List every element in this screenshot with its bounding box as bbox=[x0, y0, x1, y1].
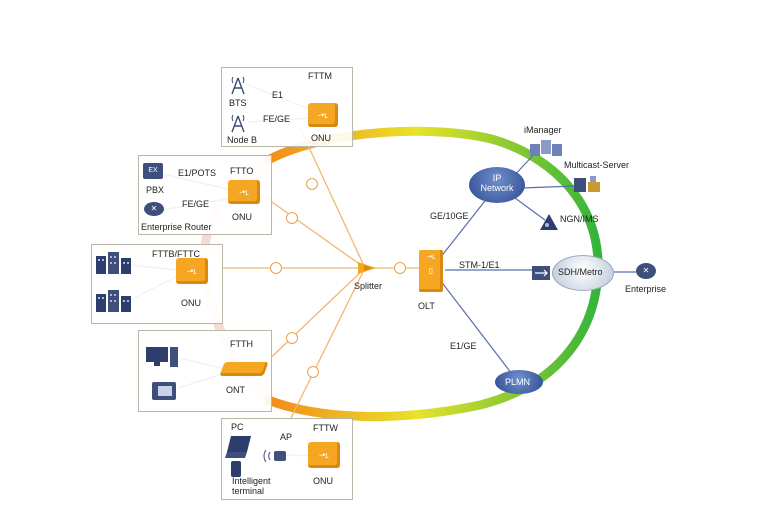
ngn-ims-label: NGN/IMS bbox=[560, 214, 599, 224]
olt-label: OLT bbox=[418, 301, 435, 311]
pbx-icon: EX bbox=[143, 163, 163, 179]
sdh-metro-label: SDH/Metro bbox=[558, 267, 603, 277]
building-top-icon bbox=[96, 252, 131, 274]
ont-icon bbox=[219, 362, 269, 376]
link-stm-label: STM-1/E1 bbox=[459, 260, 500, 270]
ftto-onu-label: ONU bbox=[232, 212, 252, 222]
pc-label: PC bbox=[231, 422, 244, 432]
fttm-title: FTTM bbox=[308, 71, 332, 81]
splitter-label: Splitter bbox=[354, 281, 383, 291]
pbx-label: PBX bbox=[146, 185, 165, 195]
ap-label: AP bbox=[280, 432, 293, 442]
bts-tower-icon bbox=[231, 76, 245, 95]
uplinks bbox=[439, 147, 636, 379]
nodeb-tower-icon bbox=[231, 114, 245, 133]
ftth-ont-label: ONT bbox=[226, 385, 245, 395]
fiber-links bbox=[222, 127, 422, 421]
imanager-label: iManager bbox=[524, 125, 562, 135]
ftto-onu-icon: -•ʟ bbox=[228, 180, 260, 204]
fiber-connectors bbox=[270, 178, 406, 378]
fttb-title: FTTB/FTTC bbox=[152, 249, 200, 259]
desktop-pc-icon bbox=[146, 347, 178, 367]
ngn-ims-icon bbox=[540, 214, 558, 230]
router-label: Enterprise Router bbox=[141, 222, 212, 232]
plmn-label: PLMN bbox=[505, 377, 531, 387]
fttb-onu-icon: -•ʟ bbox=[176, 258, 208, 284]
ftth-title: FTTH bbox=[230, 339, 253, 349]
plmn-cloud bbox=[495, 370, 543, 394]
fttm-onu-icon: -•ʟ bbox=[308, 103, 338, 127]
ftto-e1pots-label: E1/POTS bbox=[178, 168, 217, 178]
splitter-icon bbox=[358, 262, 376, 274]
ftto-fege-label: FE/GE bbox=[182, 199, 210, 209]
ftto-title: FTTO bbox=[230, 166, 254, 176]
router-icon: ✕ bbox=[144, 202, 164, 216]
laptop-icon bbox=[225, 436, 251, 458]
imanager-servers-icon bbox=[530, 140, 562, 156]
sdh-switch-icon bbox=[532, 266, 550, 280]
sdh-metro-cloud bbox=[552, 255, 614, 291]
fttw-onu-label: ONU bbox=[313, 476, 333, 486]
enterprise-label: Enterprise bbox=[625, 284, 667, 294]
link-e1ge-label: E1/GE bbox=[450, 341, 477, 351]
fttw-title: FTTW bbox=[313, 423, 338, 433]
building-bottom-icon bbox=[96, 290, 131, 312]
fttw-onu-icon: -•ʟ bbox=[308, 442, 340, 468]
phone-icon bbox=[152, 382, 176, 400]
ip-network-label: IP Network bbox=[480, 173, 514, 193]
olt-icon: -•ʟ▯ bbox=[419, 250, 443, 292]
fttm-onu-label: ONU bbox=[311, 133, 331, 143]
bts-label: BTS bbox=[229, 98, 247, 108]
fttb-onu-label: ONU bbox=[181, 298, 201, 308]
ip-network-cloud bbox=[469, 167, 525, 203]
multicast-server-icon bbox=[574, 176, 600, 192]
wireless-ap-icon bbox=[263, 449, 286, 463]
fttm-e1-label: E1 bbox=[272, 90, 284, 100]
link-ge10ge-label: GE/10GE bbox=[430, 211, 469, 221]
mobile-terminal-icon bbox=[231, 461, 241, 477]
fttm-fege-label: FE/GE bbox=[263, 114, 291, 124]
terminal-label: Intelligent terminal bbox=[232, 476, 271, 496]
nodeb-label: Node B bbox=[227, 135, 258, 145]
enterprise-router-icon: ✕ bbox=[636, 263, 656, 279]
multicast-label: Multicast-Server bbox=[564, 160, 630, 170]
